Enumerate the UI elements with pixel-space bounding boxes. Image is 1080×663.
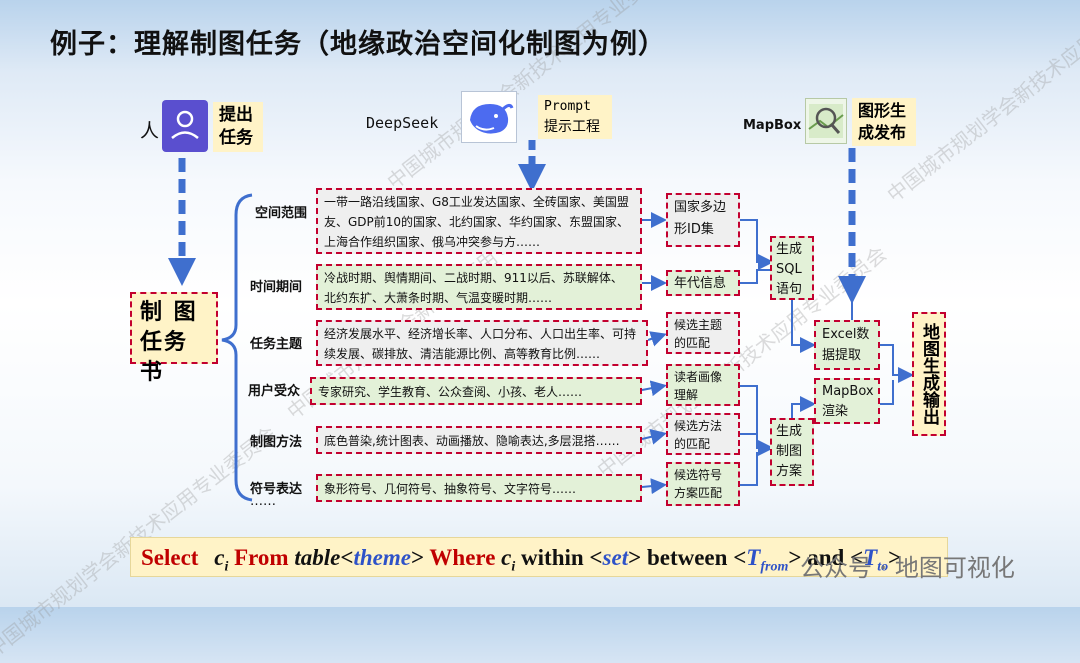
map-magnifier-icon [805,98,847,144]
mapbox-render-box: MapBox渲染 [814,378,880,424]
formula-c-sub: i [224,559,229,575]
wechat-footer: 公众号 · 地图可视化 [800,554,1015,582]
query-formula: Select ci From table<theme> Where ci wit… [130,537,948,577]
formula-from: From [234,545,289,570]
formula-c: c [214,545,225,570]
propose-task-label: 提出任务 [213,102,263,152]
formula-theme: theme [353,545,411,570]
generate-sql-box: 生成SQL语句 [770,236,814,300]
mapbox-label: MapBox [743,118,802,133]
category-time-period: 时间期间 [250,280,303,295]
formula-set: set [602,545,629,570]
user-icon [162,100,208,152]
page-title: 例子：理解制图任务（地缘政治空间化制图为例） [50,29,666,60]
prompt-box: Prompt 提示工程 [538,95,612,139]
category-audience: 用户受众 [248,384,301,399]
category-mapping-method: 制图方法 [250,435,303,450]
result-era-info: 年代信息 [666,270,740,296]
content-audience: 专家研究、学生教育、公众查阅、小孩、老人…… [310,377,642,405]
deepseek-whale-icon [461,91,517,143]
content-mapping-method: 底色普染,统计图表、动画播放、隐喻表达,多层混搭…… [316,426,642,454]
formula-table: table [294,545,341,570]
person-label: 人 [140,120,160,142]
connector-lines [168,140,914,502]
content-symbol-expression: 象形符号、几何符号、抽象符号、文字符号…… [316,474,642,502]
content-task-theme: 经济发展水平、经济增长率、人口分布、人口出生率、可持续发展、碳排放、清洁能源比例… [316,320,648,366]
content-time-period: 冷战时期、舆情期间、二战时期、911以后、苏联解体、北约东扩、大萧条时期、气温变… [316,264,642,310]
formula-T-to: T [863,545,878,570]
publish-label: 图形生成发布 [852,98,916,146]
result-theme-match: 候选主题的匹配 [666,312,740,354]
formula-from-sub: from [760,559,789,575]
formula-to-sub: to [877,559,889,575]
deepseek-label: DeepSeek [366,114,439,132]
more-ellipsis: …… [250,494,276,509]
formula-T-from: T [746,545,761,570]
formula-where: Where [429,545,496,570]
formula-c2: c [501,545,512,570]
content-spatial-range: 一带一路沿线国家、G8工业发达国家、全砖国家、美国盟友、GDP前10的国家、北约… [316,188,642,254]
task-book: 制 图任务书 [130,292,218,385]
category-symbol-expression: 符号表达 [250,482,303,497]
category-task-theme: 任务主题 [250,337,303,352]
formula-c2-sub: i [511,559,516,575]
excel-extract-box: Excel数据提取 [814,320,880,370]
brace [221,193,253,502]
prompt-label: Prompt [544,99,591,114]
result-symbol-match: 候选符号方案匹配 [666,462,740,506]
formula-and: and [807,545,845,570]
result-country-id-set: 国家多边形ID集 [666,193,740,247]
formula-select: Select [141,545,199,570]
formula-between: between [646,545,728,570]
generate-plan-box: 生成制图方案 [770,418,814,486]
prompt-engineering-label: 提示工程 [544,119,600,135]
category-spatial-range: 空间范围 [255,206,308,221]
result-method-match: 候选方法的匹配 [666,413,740,455]
map-output-box: 地图生成输出 [912,312,946,436]
result-reader-profile: 读者画像理解 [666,364,740,406]
formula-within: within [521,545,584,570]
